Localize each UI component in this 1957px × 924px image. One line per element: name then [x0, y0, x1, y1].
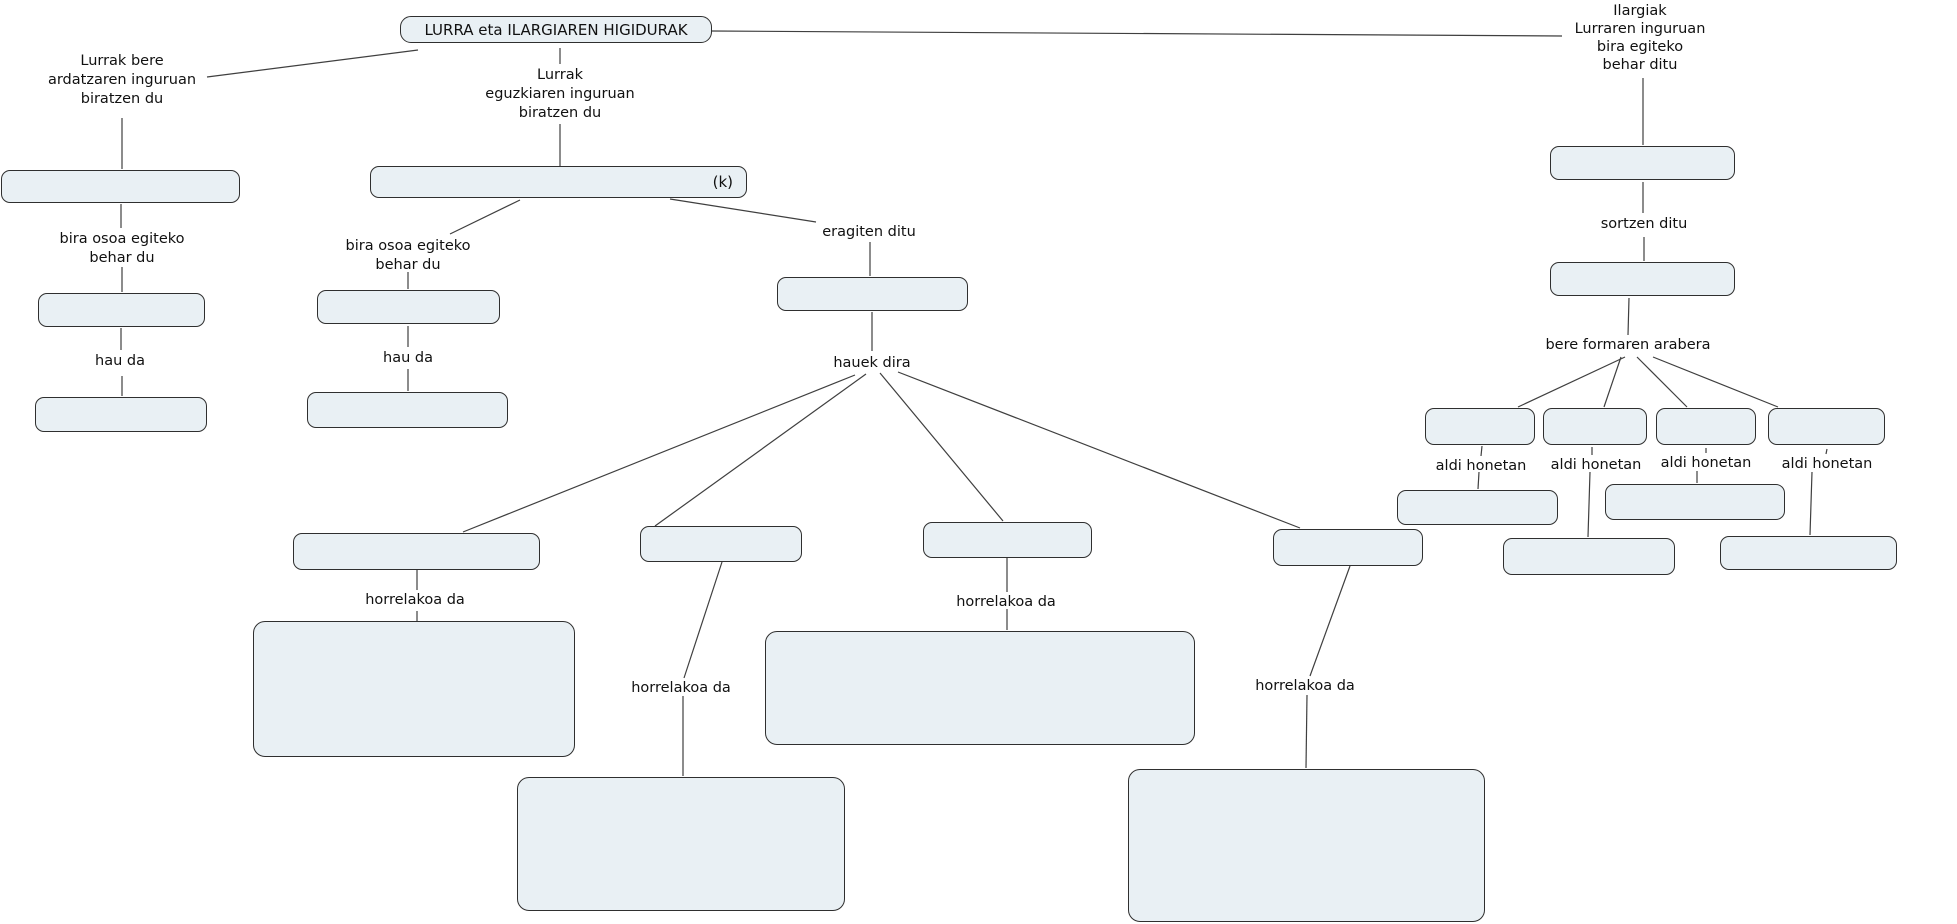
blank-box-right-2[interactable]: [1550, 262, 1735, 296]
blank-box-left-3[interactable]: [35, 397, 207, 432]
blank-box-left-2[interactable]: [38, 293, 205, 327]
hauek-dira-label: hauek dira: [833, 355, 911, 371]
blank-box-phase-time-3[interactable]: [1605, 484, 1785, 520]
connector-line: [683, 561, 723, 679]
aldi-label-1: aldi honetan: [1435, 458, 1527, 474]
connector-line: [1309, 565, 1351, 677]
connector-line: [1480, 445, 1483, 457]
blank-box-eragiten[interactable]: [777, 277, 968, 311]
mid-hau-label: hau da: [383, 350, 433, 366]
connector-line: [449, 199, 521, 235]
left-hau-label: hau da: [95, 353, 145, 369]
formaren-label: bere formaren arabera: [1545, 337, 1711, 353]
blank-box-phase-3[interactable]: [1656, 408, 1756, 445]
blank-box-child-1[interactable]: [293, 533, 540, 570]
blank-box-child-2[interactable]: [640, 526, 802, 562]
blank-box-phase-2[interactable]: [1543, 408, 1647, 445]
connector-line: [1517, 356, 1626, 408]
blank-box-phase-time-1[interactable]: [1397, 490, 1558, 525]
horrelakoa-label-1: horrelakoa da: [365, 592, 465, 608]
blank-box-left-1[interactable]: [1, 170, 240, 203]
connector-line: [879, 372, 1004, 522]
left-branch-label: Lurrak bere ardatzaren inguruan biratzen…: [47, 53, 197, 107]
connector-line: [669, 198, 817, 223]
blank-box-phase-time-4[interactable]: [1720, 536, 1897, 570]
connector-line: [1627, 297, 1630, 336]
blank-big-box-1[interactable]: [253, 621, 575, 757]
aldi-label-3: aldi honetan: [1660, 455, 1752, 471]
blank-box-phase-1[interactable]: [1425, 408, 1535, 445]
blank-box-child-3[interactable]: [923, 522, 1092, 558]
blank-box-mid-2[interactable]: [307, 392, 508, 428]
connector-line: [897, 371, 1301, 529]
blank-big-box-3[interactable]: [765, 631, 1195, 745]
mid-bira-label: bira osoa egiteko behar du: [345, 238, 471, 273]
aldi-label-4: aldi honetan: [1781, 456, 1873, 472]
connector-line: [206, 49, 419, 78]
blank-box-mid-1[interactable]: [317, 290, 500, 324]
blank-box-k[interactable]: (k): [370, 166, 747, 198]
connector-line: [1305, 694, 1308, 769]
connector-line: [1636, 356, 1688, 408]
aldi-label-2: aldi honetan: [1550, 457, 1642, 473]
horrelakoa-label-3: horrelakoa da: [956, 594, 1056, 610]
connector-line: [1809, 471, 1813, 536]
connector-line: [1825, 448, 1828, 455]
connector-line: [654, 373, 867, 527]
right-branch-label: Ilargiak Lurraren inguruan bira egiteko …: [1574, 3, 1706, 73]
connector-line: [1587, 471, 1591, 538]
blank-box-child-4[interactable]: [1273, 529, 1423, 566]
mid-branch-label: Lurrak eguzkiaren inguruan biratzen du: [485, 67, 635, 121]
root-concept-box[interactable]: LURRA eta ILARGIAREN HIGIDURAK: [400, 16, 712, 43]
connector-line: [1477, 471, 1480, 490]
blank-box-phase-time-2[interactable]: [1503, 538, 1675, 575]
blank-box-phase-4[interactable]: [1768, 408, 1885, 445]
left-bira-label: bira osoa egiteko behar du: [59, 231, 185, 266]
connector-line: [462, 374, 856, 533]
blank-big-box-2[interactable]: [517, 777, 845, 911]
eragiten-label: eragiten ditu: [822, 224, 916, 240]
connector-line: [711, 30, 1563, 37]
connector-line: [1652, 356, 1779, 408]
blank-box-right-1[interactable]: [1550, 146, 1735, 180]
horrelakoa-label-2: horrelakoa da: [631, 680, 731, 696]
horrelakoa-label-4: horrelakoa da: [1255, 678, 1355, 694]
sortzen-label: sortzen ditu: [1600, 216, 1688, 232]
connector-line: [1603, 356, 1622, 408]
blank-big-box-4[interactable]: [1128, 769, 1485, 922]
